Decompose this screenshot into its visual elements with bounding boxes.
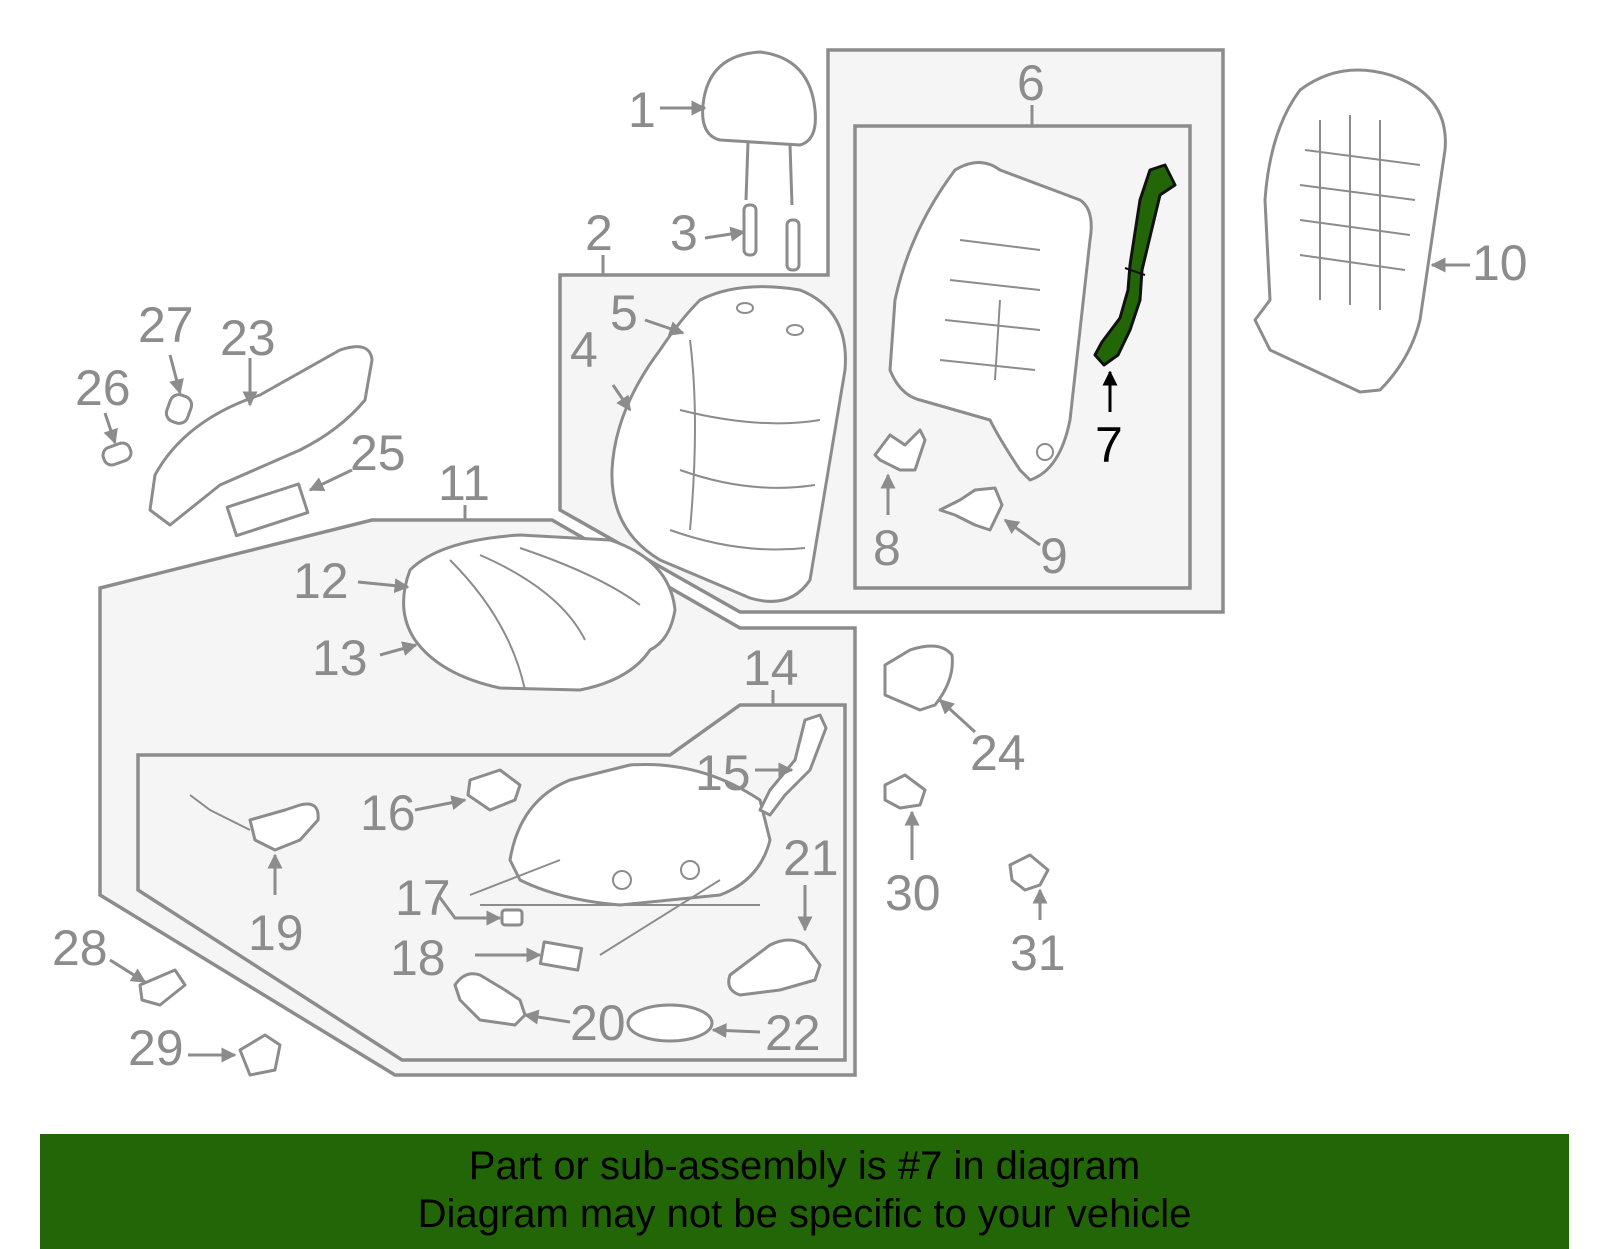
- leader-lines: [103, 100, 1470, 1063]
- switch-25-part: [225, 482, 310, 538]
- callout-22: 22: [765, 1005, 821, 1061]
- knob-26-part: [101, 441, 133, 467]
- callout-31: 31: [1010, 925, 1066, 981]
- callout-12: 12: [293, 553, 349, 609]
- callout-21: 21: [783, 830, 839, 886]
- part-7-highlighted: [1093, 163, 1177, 367]
- banner-line-part-info: Part or sub-assembly is #7 in diagram: [468, 1144, 1141, 1188]
- clip-31-part: [1008, 853, 1050, 892]
- callout-30: 30: [885, 865, 941, 921]
- callout-17: 17: [395, 870, 451, 926]
- callout-7: 7: [1095, 417, 1123, 473]
- seat-parts-diagram: 1 2 3 4 5 6 7 8 9 10 11 12 13 14 15 16 1…: [52, 48, 1528, 1077]
- side-shield-23-part: [148, 345, 374, 527]
- callout-10: 10: [1472, 235, 1528, 291]
- callout-18: 18: [390, 930, 446, 986]
- motor-20-part: [453, 972, 527, 1027]
- knob-27-part: [164, 393, 194, 425]
- actuator-19-part: [189, 794, 320, 852]
- callout-15: 15: [695, 745, 751, 801]
- callout-16: 16: [360, 785, 416, 841]
- seat-track-part: [469, 762, 772, 956]
- callout-2: 2: [585, 205, 613, 261]
- seat-back-panel-part: [1253, 68, 1447, 394]
- callout-11: 11: [438, 455, 490, 511]
- callout-1: 1: [628, 82, 656, 138]
- callout-26: 26: [75, 360, 131, 416]
- callout-3: 3: [670, 205, 698, 261]
- clip-30-part: [883, 773, 927, 810]
- motor-22-part: [626, 1003, 714, 1043]
- callout-25: 25: [350, 425, 406, 481]
- seat-cushion-part: [402, 533, 677, 692]
- callout-9: 9: [1040, 528, 1068, 584]
- callout-6: 6: [1017, 55, 1045, 111]
- bracket-9-part: [938, 486, 1004, 532]
- seat-back-cover-part: [610, 285, 847, 603]
- info-banner: Part or sub-assembly is #7 in diagram Di…: [40, 1134, 1569, 1249]
- group-box-14: [136, 703, 847, 1062]
- banner-line-disclaimer: Diagram may not be specific to your vehi…: [417, 1192, 1192, 1236]
- callout-14: 14: [743, 640, 799, 696]
- callout-5: 5: [610, 285, 638, 341]
- clip-17-part: [500, 908, 524, 927]
- callout-8: 8: [873, 520, 901, 576]
- motor-21-part: [727, 938, 822, 997]
- clip-28-part: [138, 968, 187, 1007]
- headrest-part: [701, 50, 817, 206]
- callout-27: 27: [138, 297, 194, 353]
- callout-23: 23: [220, 310, 276, 366]
- callout-19: 19: [248, 905, 304, 961]
- headrest-guide-part: [742, 203, 801, 272]
- cover-24-part: [883, 644, 954, 712]
- module-16-part: [466, 768, 522, 812]
- clip-29-part: [238, 1033, 282, 1077]
- clip-18-part: [538, 940, 584, 972]
- callout-24: 24: [970, 725, 1026, 781]
- callout-20: 20: [570, 995, 626, 1051]
- callout-13: 13: [312, 630, 368, 686]
- callout-29: 29: [128, 1020, 184, 1076]
- callout-28: 28: [52, 920, 108, 976]
- seat-back-frame-part: [888, 161, 1093, 482]
- group-box-6: [853, 124, 1192, 590]
- bracket-8-part: [873, 428, 927, 472]
- callout-4: 4: [570, 322, 598, 378]
